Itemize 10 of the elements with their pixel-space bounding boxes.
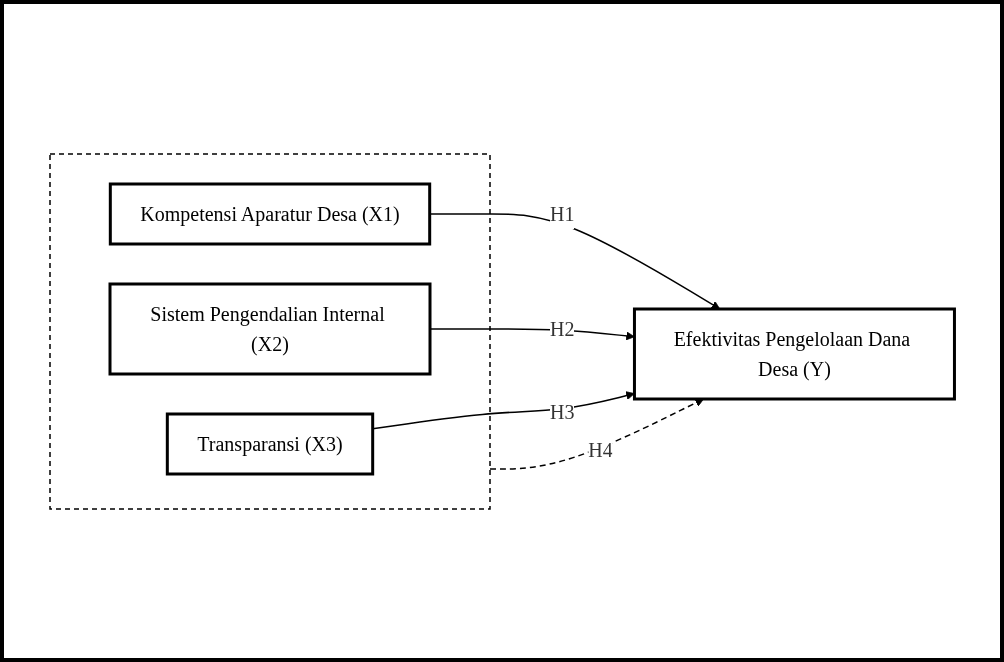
arrow	[489, 398, 704, 470]
edge-label: H1	[549, 202, 575, 225]
edge-label: H4	[588, 438, 613, 461]
node-box: Kompetensi Aparatur Desa (X1)	[108, 182, 431, 245]
node-box: Sistem Pengendalian Internal (X2)	[108, 282, 432, 375]
node-box: Efektivitas Pengelolaan Dana Desa (Y)	[632, 307, 956, 400]
edge-label: H3	[549, 400, 575, 422]
edge-label: H2	[549, 317, 575, 340]
cluster	[49, 152, 491, 510]
node-box: Transparansi (X3)	[165, 412, 374, 475]
